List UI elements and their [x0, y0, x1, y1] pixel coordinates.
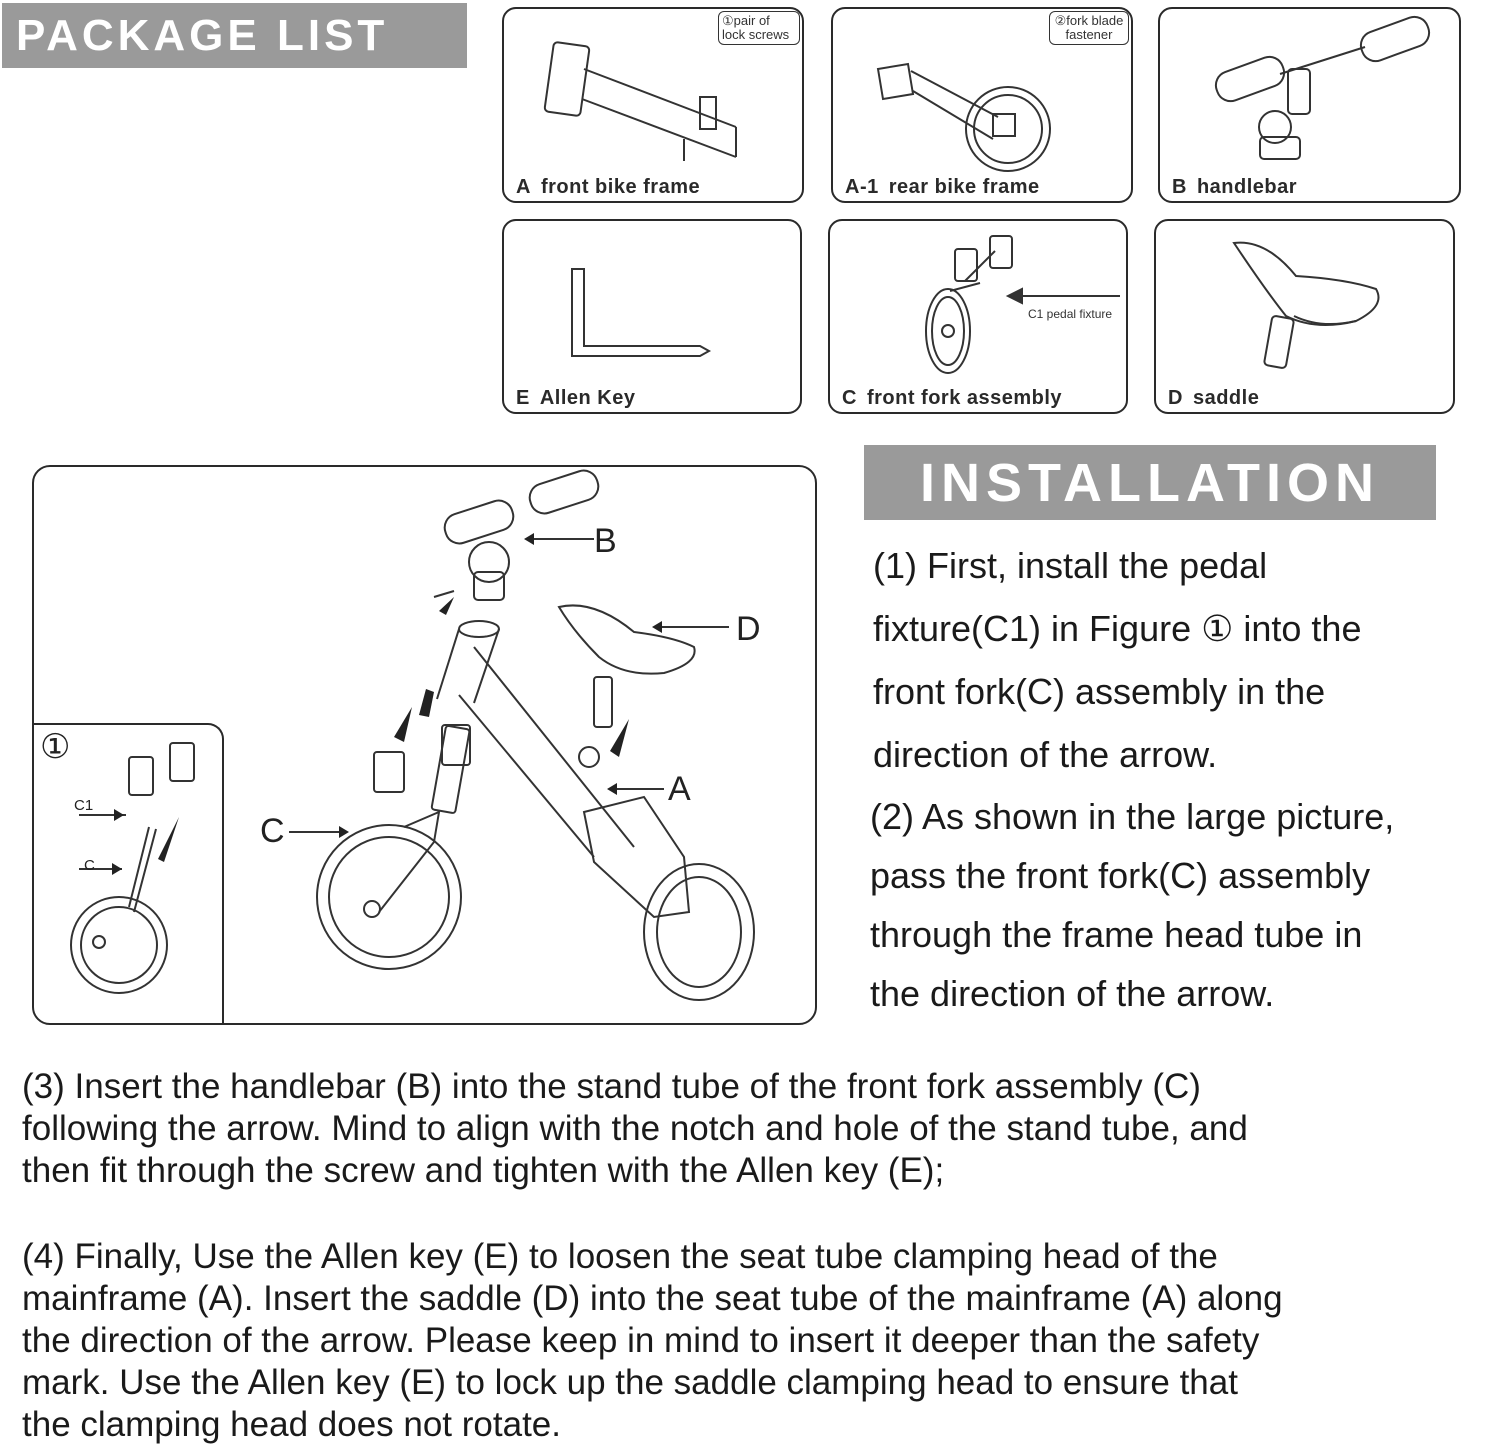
figure-label-a: A — [668, 770, 691, 808]
part-card-allen-key: E Allen Key — [502, 219, 802, 414]
part-name: front fork assembly — [866, 387, 1063, 409]
inset-number-label: ① — [40, 728, 71, 766]
part-code: A-1 — [845, 176, 879, 198]
step-1-line: direction of the arrow. — [873, 734, 1218, 775]
fork-blade-callout-line1: ②fork blade — [1054, 13, 1124, 28]
part-label-a1: A-1 rear bike frame — [845, 176, 1040, 199]
front-frame-drawing — [543, 41, 737, 161]
lock-screws-callout-line1: ①pair of — [722, 13, 770, 28]
figure-label-b: B — [594, 522, 617, 560]
step-4-line: (4) Finally, Use the Allen key (E) to lo… — [22, 1237, 1218, 1276]
part-code: D — [1168, 387, 1183, 409]
part-code: E — [516, 387, 530, 409]
step-1-line: (1) First, install the pedal — [873, 545, 1268, 586]
part-name: Allen Key — [539, 387, 636, 409]
part-name: rear bike frame — [888, 176, 1040, 198]
step-2-line: (2) As shown in the large picture, — [870, 796, 1395, 837]
inset-figure-1 — [34, 723, 224, 1023]
front-fork-drawing — [925, 235, 1120, 374]
step-2-line: the direction of the arrow. — [870, 973, 1275, 1014]
step-4-line: the direction of the arrow. Please keep … — [22, 1321, 1260, 1360]
step-3-line: then fit through the screw and tighten w… — [22, 1151, 945, 1190]
step-2-line: pass the front fork(C) assembly — [870, 855, 1371, 896]
step-2-line: through the frame head tube in — [870, 914, 1363, 955]
allen-key-drawing — [571, 268, 712, 357]
part-card-rear-frame: ②fork blade fastener A-1 rear bike frame — [831, 7, 1133, 203]
part-code: B — [1172, 176, 1187, 198]
assembly-figure: B D A C ① C1 C — [32, 465, 817, 1025]
step-3-line: following the arrow. Mind to align with … — [22, 1109, 1248, 1148]
step-1-line: front fork(C) assembly in the — [873, 671, 1326, 712]
lock-screws-callout-line2: lock screws — [722, 27, 790, 42]
step-4-line: mark. Use the Allen key (E) to lock up t… — [22, 1363, 1238, 1402]
lock-screws-callout: ①pair of lock screws — [718, 11, 800, 45]
part-name: handlebar — [1196, 176, 1298, 198]
package-list-title: PACKAGE LIST — [2, 3, 467, 68]
part-name: saddle — [1192, 387, 1260, 409]
figure-label-c: C — [260, 812, 285, 850]
inset-label-c: C — [84, 857, 95, 874]
rear-frame-drawing — [876, 62, 1051, 172]
part-code: A — [516, 176, 531, 198]
inset-label-c1: C1 — [74, 797, 94, 814]
bike-assembly-drawing — [70, 469, 755, 1001]
step-4-line: the clamping head does not rotate. — [22, 1405, 561, 1444]
part-label-e: E Allen Key — [516, 387, 636, 410]
step-3-line: (3) Insert the handlebar (B) into the st… — [22, 1067, 1201, 1106]
part-name: front bike frame — [540, 176, 701, 198]
part-code: C — [842, 387, 857, 409]
fork-blade-callout: ②fork blade fastener — [1049, 11, 1129, 45]
figure-label-d: D — [736, 610, 761, 648]
step-4-line: mainframe (A). Insert the saddle (D) int… — [22, 1279, 1283, 1318]
fork-blade-callout-line2: fastener — [1065, 27, 1113, 42]
saddle-drawing — [1232, 241, 1380, 369]
handlebar-drawing — [1214, 15, 1431, 160]
step-1-line: fixture(C1) in Figure ① into the — [873, 608, 1362, 649]
pedal-fixture-callout: C1 pedal fixture — [1028, 307, 1113, 321]
installation-title: INSTALLATION — [864, 445, 1436, 520]
